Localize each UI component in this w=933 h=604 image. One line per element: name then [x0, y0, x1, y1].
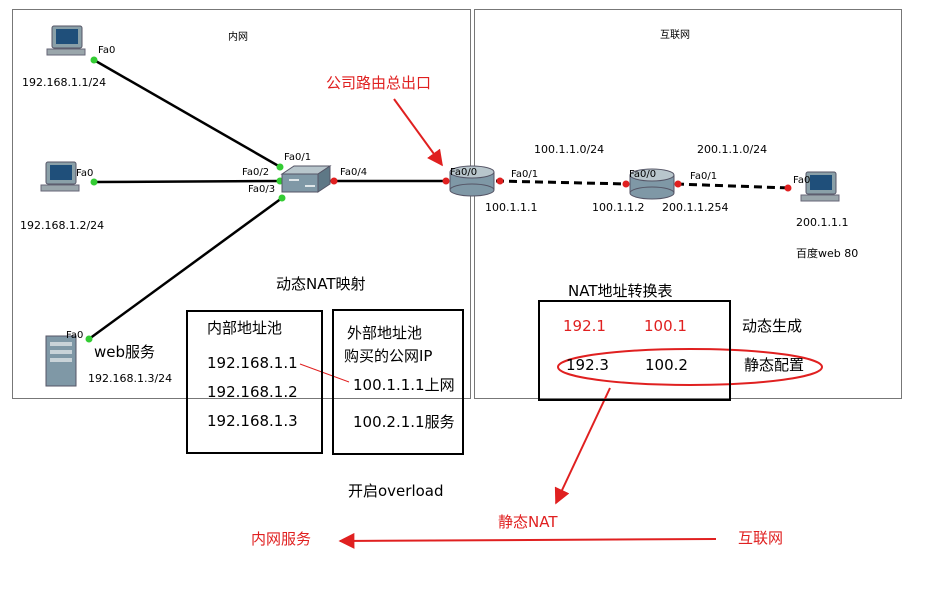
nat-row-note: 静态配置	[744, 356, 805, 374]
server-icon	[45, 335, 77, 387]
nat-row-outer: 100.2	[645, 356, 688, 374]
port-dot	[784, 184, 792, 192]
nat-table-box	[538, 300, 731, 401]
port-dot	[674, 180, 682, 188]
port-dot	[90, 178, 98, 186]
internet-to-inner-arrow	[338, 532, 717, 549]
static-row-ellipse	[557, 348, 823, 386]
switch-port-label: Fa0/1	[284, 152, 312, 163]
server-ip-label: 192.168.1.3/24	[88, 372, 173, 385]
port-dot	[442, 177, 450, 185]
nat-row-inner: 192.3	[566, 356, 609, 374]
port-dot	[276, 163, 284, 171]
pc1-icon	[46, 25, 86, 56]
internet-zone	[474, 9, 902, 399]
switch-port-label: Fa0/4	[340, 167, 368, 178]
switch-icon	[280, 165, 332, 193]
inner-service-label: 内网服务	[251, 530, 312, 548]
nat-row-inner: 192.1	[563, 317, 606, 335]
inner-zone-title: 内网	[228, 32, 248, 43]
inner-pool-title: 内部地址池	[207, 319, 283, 337]
pc2-icon	[40, 161, 80, 192]
outer-address-pool-box	[332, 309, 464, 455]
pc2-ip-label: 192.168.1.2/24	[20, 219, 105, 232]
router2-ip-out-label: 200.1.1.254	[662, 201, 729, 214]
internet-zone-title: 互联网	[660, 30, 690, 41]
inner-pool-entry: 192.168.1.1	[207, 354, 298, 372]
pc1-ip-label: 192.168.1.1/24	[22, 76, 107, 89]
router1-port-label: Fa0/0	[450, 167, 478, 178]
router2-port-label: Fa0/1	[690, 171, 718, 182]
inner-pool-entry: 192.168.1.3	[207, 412, 298, 430]
inner-address-pool-box	[186, 310, 323, 454]
port-dot	[85, 335, 93, 343]
router2-port-label: Fa0/0	[629, 169, 657, 180]
port-dot	[278, 194, 286, 202]
link-router1-router2	[495, 179, 629, 186]
pc1-port-label: Fa0	[98, 45, 116, 56]
outer-pool-entry: 100.2.1.1服务	[353, 413, 455, 431]
gateway-annotation: 公司路由总出口	[326, 74, 432, 92]
inner-network-zone	[12, 9, 471, 399]
port-dot	[496, 177, 504, 185]
switch-port-label: Fa0/3	[248, 184, 276, 195]
router1-port-label: Fa0/1	[511, 169, 539, 180]
link-router2-remote	[675, 182, 791, 190]
inner-pool-entry: 192.168.1.2	[207, 383, 298, 401]
remote-port-label: Fa0	[793, 175, 811, 186]
network-label: 100.1.1.0/24	[534, 143, 605, 156]
internet-label: 互联网	[738, 529, 784, 547]
port-dot	[622, 180, 630, 188]
mapping-line	[299, 363, 350, 383]
gateway-arrow	[393, 98, 443, 167]
server-name-label: web服务	[94, 343, 156, 361]
overload-label: 开启overload	[348, 482, 444, 500]
remote-pc-icon	[800, 171, 840, 202]
remote-name-label: 百度web 80	[796, 247, 859, 260]
port-dot	[90, 56, 98, 64]
link-pc1-switch	[93, 58, 283, 170]
pc2-port-label: Fa0	[76, 168, 94, 179]
static-nat-arrow	[554, 387, 611, 505]
router2-icon	[629, 168, 675, 200]
outer-pool-title: 外部地址池	[347, 324, 423, 342]
switch-port-label: Fa0/2	[242, 167, 270, 178]
nat-row-outer: 100.1	[644, 317, 687, 335]
outer-pool-subtitle: 购买的公网IP	[344, 347, 433, 365]
nat-row-note: 动态生成	[742, 317, 803, 335]
link-server-switch	[88, 196, 283, 341]
link-pc2-switch	[93, 179, 283, 184]
nat-table-title: NAT地址转换表	[568, 282, 673, 300]
remote-ip-label: 200.1.1.1	[796, 216, 849, 229]
dynamic-nat-title: 动态NAT映射	[276, 275, 366, 293]
router1-icon	[449, 165, 495, 197]
network-label: 200.1.1.0/24	[697, 143, 768, 156]
static-nat-label: 静态NAT	[498, 513, 558, 531]
port-dot	[330, 177, 338, 185]
router1-ip-label: 100.1.1.1	[485, 201, 538, 214]
outer-pool-entry: 100.1.1.1上网	[353, 376, 455, 394]
server-port-label: Fa0	[66, 330, 84, 341]
router2-ip-in-label: 100.1.1.2	[592, 201, 645, 214]
